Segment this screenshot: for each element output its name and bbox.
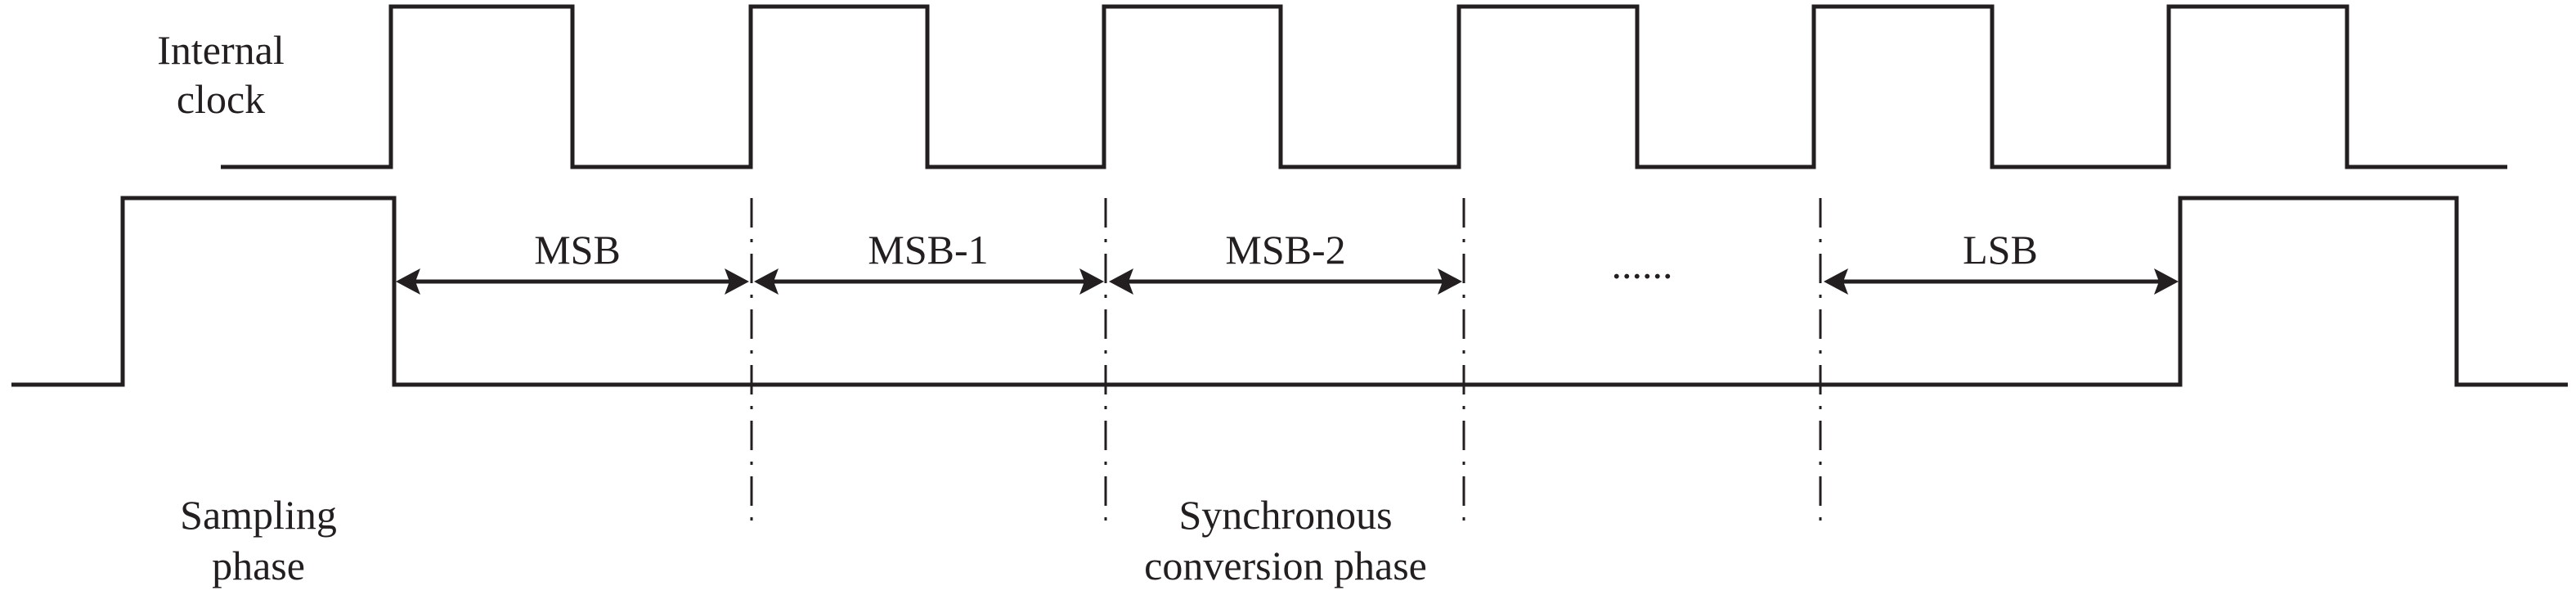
clock-label-line1: Internal bbox=[157, 27, 284, 73]
sampling-phase-label-line2: phase bbox=[212, 543, 305, 588]
interval-arrow-msb-1 bbox=[754, 268, 1104, 295]
conversion-phase-label-line1: Synchronous bbox=[1178, 492, 1392, 538]
sampling-control-waveform bbox=[11, 196, 2568, 387]
interval-arrow-lsb bbox=[1824, 268, 2179, 295]
interval-arrow-msb-2 bbox=[1109, 268, 1462, 295]
interval-label-msb-1: MSB-1 bbox=[868, 227, 988, 273]
conversion-phase-label-line2: conversion phase bbox=[1144, 543, 1427, 588]
internal-clock-waveform bbox=[221, 4, 2507, 169]
clock-label-line2: clock bbox=[177, 76, 265, 122]
interval-arrow-msb bbox=[396, 268, 749, 295]
interval-label-msb: MSB bbox=[534, 227, 621, 273]
interval-label-lsb: LSB bbox=[1963, 227, 2038, 273]
interval-label-ellipsis: ...... bbox=[1612, 241, 1673, 287]
sampling-phase-label-line1: Sampling bbox=[180, 492, 337, 538]
interval-label-msb-2: MSB-2 bbox=[1225, 227, 1345, 273]
